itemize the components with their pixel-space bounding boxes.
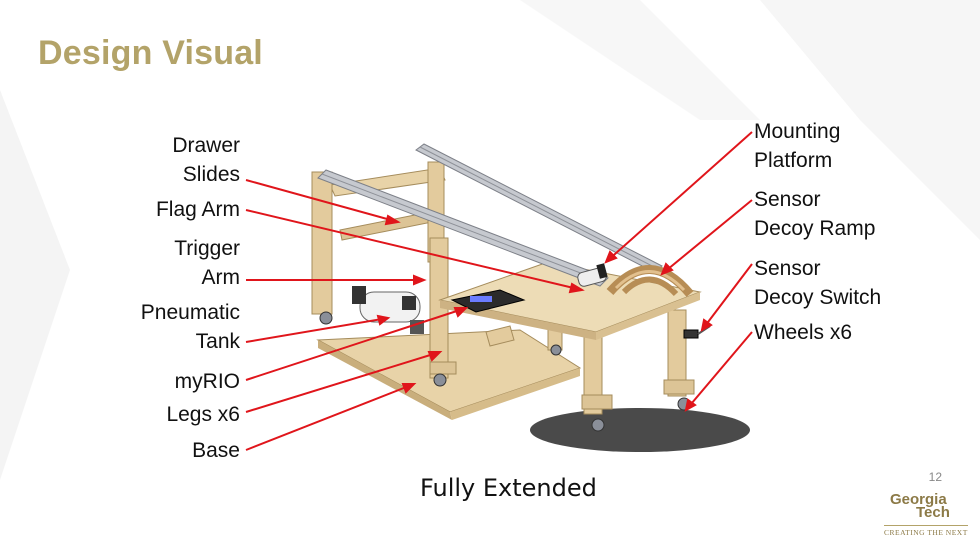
figure-caption: Fully Extended <box>420 474 597 502</box>
sensor-decoy-ramp <box>606 265 694 297</box>
arrow-myrio <box>245 307 467 381</box>
label-line: Sensor <box>754 188 821 211</box>
label-line: Decoy Ramp <box>754 217 876 240</box>
arrow-sensor-decoy-switch <box>701 263 753 331</box>
floor-shadow <box>530 408 750 452</box>
label-line: Tank <box>195 330 240 353</box>
leg <box>311 171 333 315</box>
label-pneumatic-tank: Pneumatic Tank <box>141 298 240 356</box>
arrow-flag-arm <box>245 209 583 291</box>
label-myrio: myRIO <box>174 370 240 393</box>
label-mounting-platform: Mounting Platform <box>754 117 840 175</box>
arrow-base <box>245 383 415 451</box>
label-line: Sensor <box>754 257 821 280</box>
wheel <box>433 373 447 387</box>
wheel <box>591 418 605 432</box>
label-trigger-arm: Trigger Arm <box>174 234 240 292</box>
label-line: Decoy Switch <box>754 286 882 309</box>
wheel <box>319 311 333 325</box>
label-line: Trigger <box>174 237 240 260</box>
arrow-sensor-decoy-ramp <box>661 199 753 275</box>
page-number: 12 <box>928 470 942 484</box>
label-sensor-decoy-ramp: Sensor Decoy Ramp <box>754 185 875 243</box>
label-line: Arm <box>201 266 241 289</box>
label-line: Platform <box>754 149 833 172</box>
georgia-tech-logo: Georgia Tech CREATING THE NEXT <box>884 492 980 542</box>
label-base: Base <box>192 439 240 462</box>
label-legs: Legs x6 <box>166 403 240 426</box>
logo-line2: Tech <box>916 504 950 521</box>
slide-title: Design Visual <box>38 34 263 72</box>
label-line: Drawer <box>172 134 240 157</box>
arrow-mounting-platform <box>605 131 753 263</box>
label-flag-arm: Flag Arm <box>155 198 240 221</box>
label-drawer-slides: Drawer Slides <box>172 131 240 189</box>
leg <box>667 309 687 397</box>
label-line: Slides <box>182 163 240 186</box>
arrow-legs <box>245 351 441 413</box>
annotation-arrows <box>245 131 753 451</box>
arrow-wheels <box>685 331 753 411</box>
label-line: Mounting <box>754 120 841 143</box>
label-wheels: Wheels x6 <box>754 321 853 344</box>
logo-tagline: CREATING THE NEXT <box>884 525 968 537</box>
wheel <box>550 344 562 356</box>
logo-line1: Georgia <box>890 491 947 508</box>
arrow-pneumatic-tank <box>245 317 389 343</box>
sensor-decoy-switch <box>683 329 699 339</box>
arrow-drawer-slides <box>245 179 399 223</box>
label-line: Pneumatic <box>140 301 240 324</box>
label-sensor-decoy-switch: Sensor Decoy Switch <box>754 254 881 312</box>
